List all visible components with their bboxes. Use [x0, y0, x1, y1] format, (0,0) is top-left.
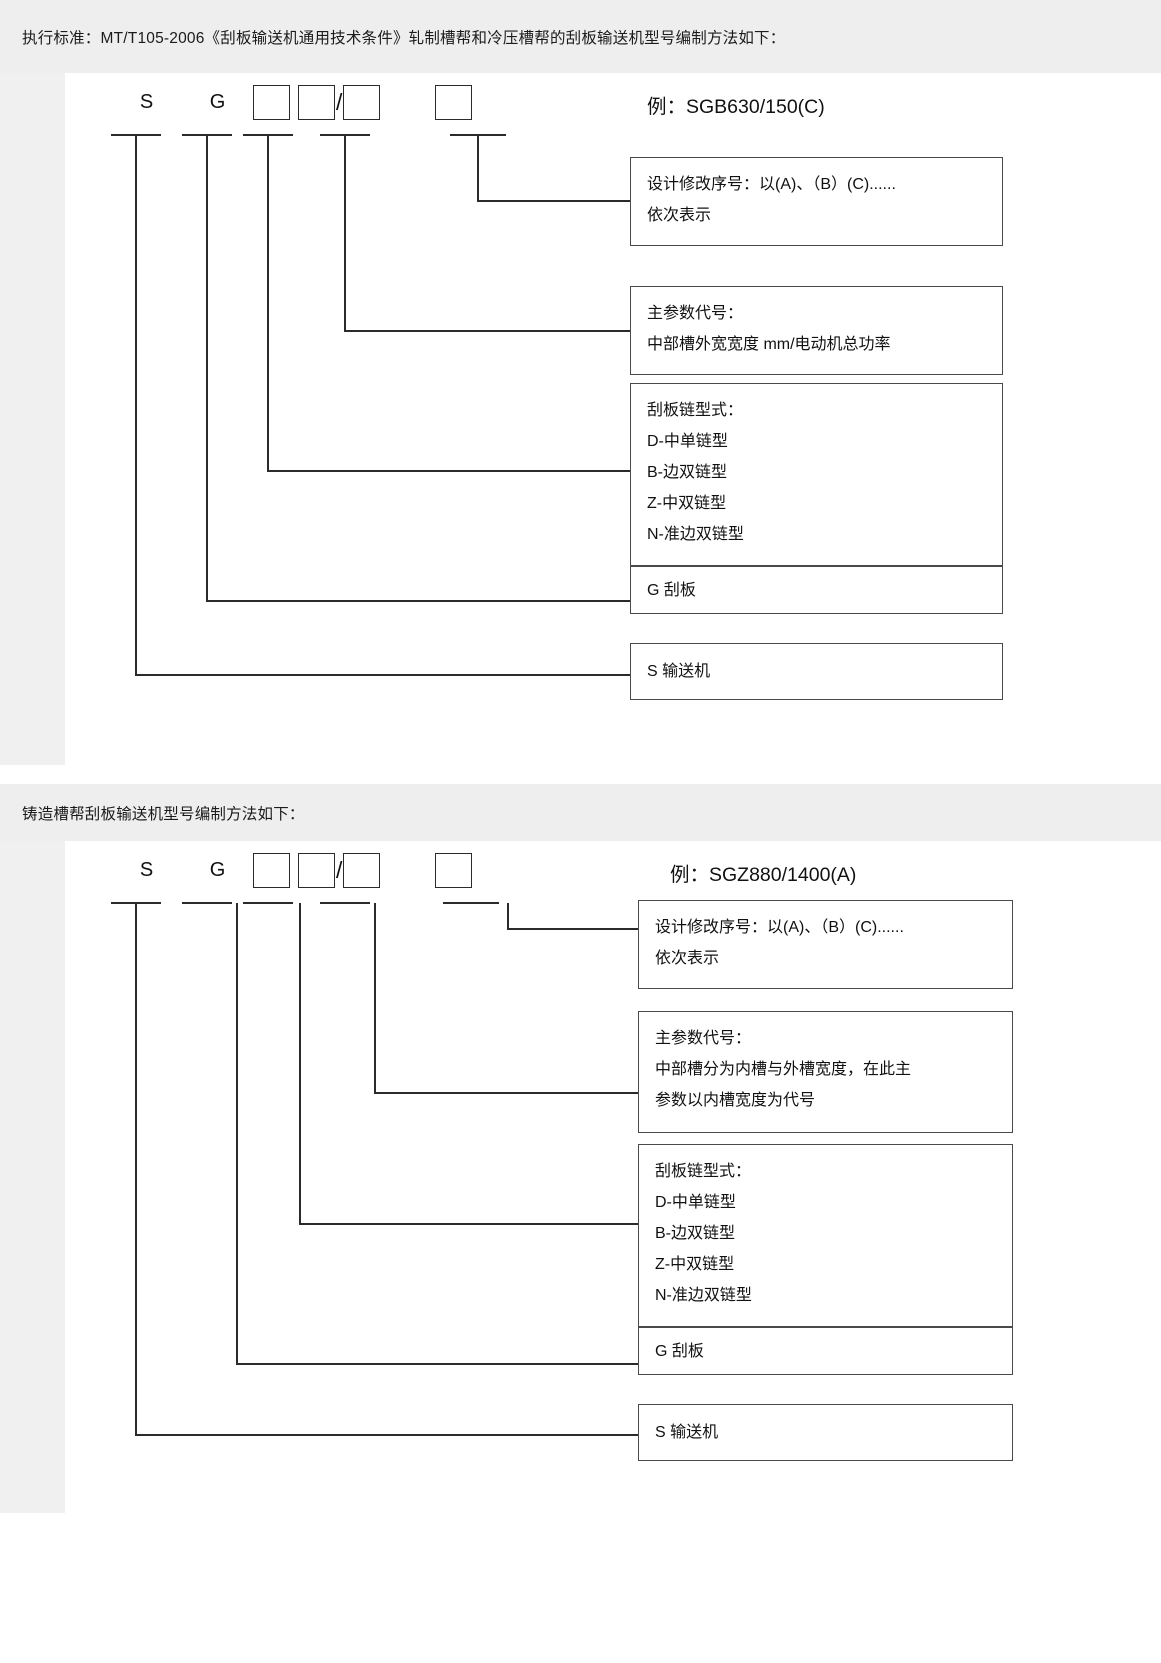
code-box-power[interactable]: [343, 853, 381, 888]
code-letter-g: G: [209, 859, 226, 881]
diagram-1-connector-lines: [111, 134, 630, 676]
desc-box-main-parameter-2: 主参数代号： 中部槽分为内槽与外槽宽度，在此主 参数以内槽宽度为代号: [638, 1011, 1013, 1133]
desc-line: D-中单链型: [655, 1194, 736, 1211]
desc-box-conveyor-2: S 输送机: [638, 1404, 1013, 1461]
desc-box-main-parameter-1: 主参数代号： 中部槽外宽宽度 mm/电动机总功率: [630, 286, 1003, 375]
desc-box-chain-type-2: 刮板链型式： D-中单链型 B-边双链型 Z-中双链型 N-准边双链型: [638, 1144, 1013, 1327]
desc-line: G 刮板: [647, 581, 696, 599]
diagram-2-left-rail: [0, 841, 65, 1513]
desc-line: 中部槽分为内槽与外槽宽度，在此主: [655, 1061, 912, 1078]
desc-line: S 输送机: [655, 1424, 719, 1441]
code-slash: /: [336, 89, 343, 115]
example-model-1: 例：SGB630/150(C): [647, 96, 825, 118]
desc-line: N-准边双链型: [647, 526, 744, 543]
desc-box-scraper-1: G 刮板: [630, 566, 1003, 614]
desc-line: S 输送机: [647, 663, 711, 680]
code-box-revision[interactable]: [435, 85, 473, 120]
code-box-width[interactable]: [298, 853, 335, 888]
section-2-header-text: 铸造槽帮刮板输送机型号编制方法如下：: [22, 805, 305, 823]
section-1-header-text: 执行标准：MT/T105-2006《刮板输送机通用技术条件》轧制槽帮和冷压槽帮的…: [22, 29, 786, 47]
desc-line: 刮板链型式：: [647, 402, 744, 419]
model-code-composition-page: 执行标准：MT/T105-2006《刮板输送机通用技术条件》轧制槽帮和冷压槽帮的…: [0, 0, 1161, 1513]
model-code-row-1: S G /: [111, 85, 473, 120]
diagram-1: S G / 例：SGB630/150(C) 设计修改序号：以(A)、（B）(C)…: [0, 73, 1161, 765]
desc-line: D-中单链型: [647, 433, 728, 450]
diagram-2: S G / 例：SGZ880/1400(A) 设计修改序号：以(A)、（B）(C…: [0, 841, 1161, 1513]
desc-line: G 刮板: [655, 1342, 704, 1360]
desc-line: B-边双链型: [655, 1225, 736, 1242]
code-box-chain-type[interactable]: [253, 853, 290, 888]
desc-line: B-边双链型: [647, 464, 728, 481]
desc-line: N-准边双链型: [655, 1287, 752, 1304]
desc-line: 设计修改序号：以(A)、（B）(C)......: [647, 176, 896, 193]
section-1-header: 执行标准：MT/T105-2006《刮板输送机通用技术条件》轧制槽帮和冷压槽帮的…: [0, 0, 1161, 73]
desc-line: Z-中双链型: [647, 495, 727, 512]
desc-line: 主参数代号：: [647, 305, 744, 322]
desc-line: 刮板链型式：: [655, 1163, 752, 1180]
desc-box-scraper-2: G 刮板: [638, 1327, 1013, 1375]
diagram-1-left-rail: [0, 73, 65, 765]
desc-line: 设计修改序号：以(A)、（B）(C)......: [655, 919, 904, 936]
code-slash: /: [336, 857, 343, 883]
code-box-power[interactable]: [343, 85, 381, 120]
desc-box-design-revision-1: 设计修改序号：以(A)、（B）(C)...... 依次表示: [630, 157, 1003, 246]
desc-line: 依次表示: [655, 950, 720, 967]
section-2-header: 铸造槽帮刮板输送机型号编制方法如下：: [0, 784, 1161, 841]
desc-line: 参数以内槽宽度为代号: [655, 1092, 816, 1109]
code-letter-g: G: [209, 91, 226, 113]
example-model-2: 例：SGZ880/1400(A): [670, 864, 857, 886]
desc-line: 主参数代号：: [655, 1030, 752, 1047]
model-code-row-2: S G /: [111, 853, 473, 888]
code-box-chain-type[interactable]: [253, 85, 290, 120]
code-letter-s: S: [139, 91, 154, 113]
desc-line: Z-中双链型: [655, 1256, 735, 1273]
desc-box-chain-type-1: 刮板链型式： D-中单链型 B-边双链型 Z-中双链型 N-准边双链型: [630, 383, 1003, 566]
desc-line: 依次表示: [647, 207, 712, 224]
code-box-revision[interactable]: [435, 853, 473, 888]
code-box-width[interactable]: [298, 85, 335, 120]
desc-box-conveyor-1: S 输送机: [630, 643, 1003, 700]
diagram-2-connector-lines: [111, 902, 638, 1436]
code-letter-s: S: [139, 859, 154, 881]
desc-box-design-revision-2: 设计修改序号：以(A)、（B）(C)...... 依次表示: [638, 900, 1013, 989]
desc-line: 中部槽外宽宽度 mm/电动机总功率: [647, 336, 891, 353]
